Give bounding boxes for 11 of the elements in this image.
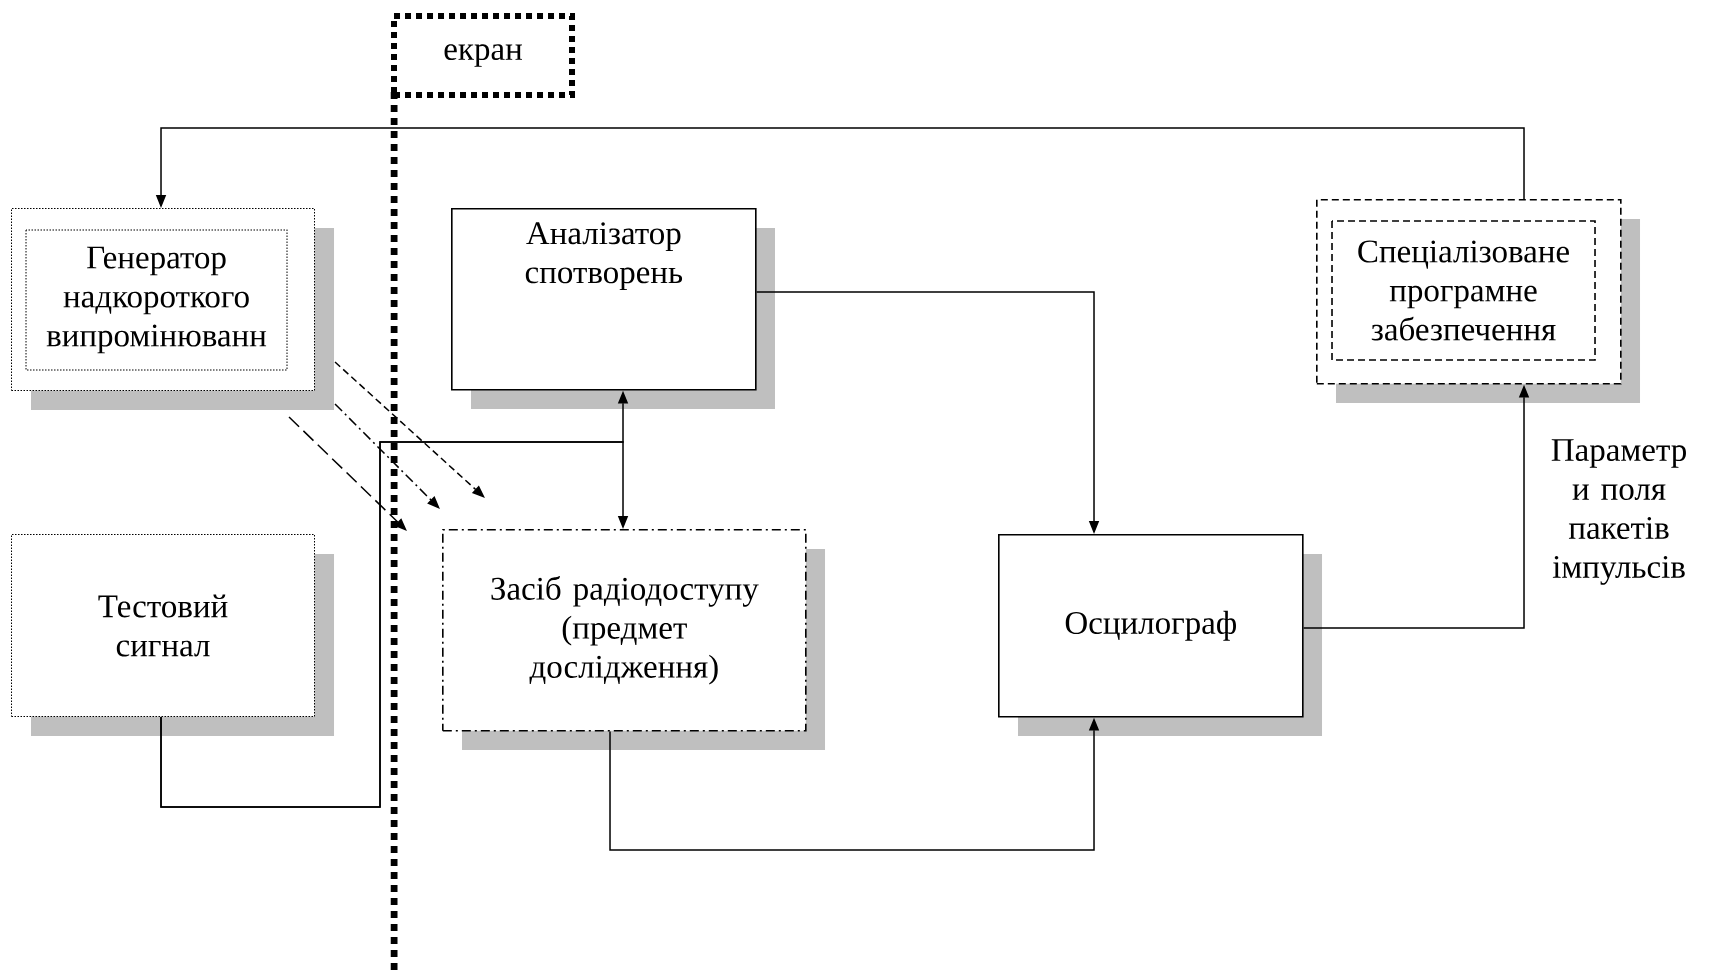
process-box: Спеціалізоване програмне забезпечення — [1316, 199, 1640, 403]
screen-box: екран — [391, 13, 575, 98]
edge-label: Параметр и поля пакетів імпульсів — [1551, 439, 1686, 585]
process-box: Засіб радіодоступу (предмет дослідження) — [442, 529, 825, 750]
process-box: Тестовий сигнал — [11, 534, 334, 736]
process-box: Генератор надкороткого випромінюванн — [11, 208, 334, 410]
process-box: Аналізатор спотворень — [451, 208, 775, 409]
process-box: Осцилограф — [998, 534, 1322, 736]
arrow — [288, 416, 407, 531]
arrow — [334, 403, 440, 509]
arrow — [334, 361, 485, 498]
